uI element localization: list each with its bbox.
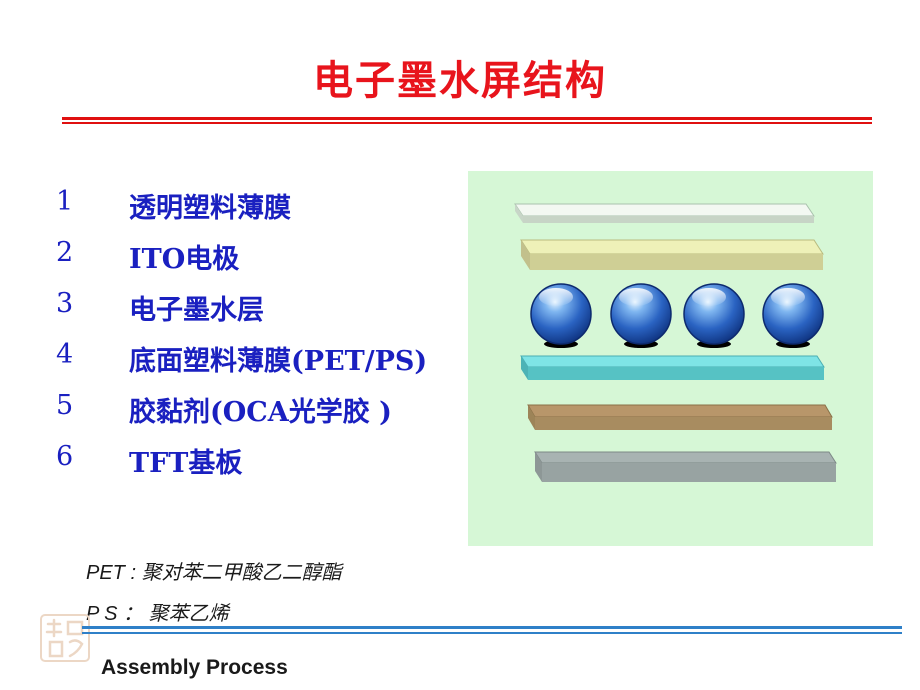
footer-rule-bottom: [82, 632, 902, 634]
layer-number: 5: [56, 390, 74, 421]
footer-rule-top: [82, 626, 902, 629]
layer-label: 底面塑料薄膜(PET/PS): [129, 346, 428, 377]
layer-label: TFT基板: [129, 448, 243, 479]
ink-capsule: [610, 283, 672, 348]
layer-number: 6: [56, 441, 74, 472]
layer-4-bottom-film: [520, 355, 825, 380]
layer-1-film: [514, 203, 815, 223]
title-rule-bottom: [62, 122, 872, 124]
layer-number: 4: [56, 339, 74, 370]
layer-5-adhesive: [527, 404, 833, 430]
layer-label: 胶黏剂(OCA光学胶 ): [129, 397, 392, 428]
decorative-seal-logo: [40, 614, 90, 662]
ps-definition: P S ： 聚苯乙烯: [86, 603, 229, 625]
layer-label: 透明塑料薄膜: [129, 193, 291, 224]
title-rule-top: [62, 117, 872, 120]
layer-number: 1: [56, 186, 74, 217]
layer-6-tft-substrate: [534, 451, 837, 482]
slide-title: 电子墨水屏结构: [313, 58, 607, 104]
ink-capsule: [530, 283, 592, 348]
layer-structure-diagram: [468, 171, 873, 546]
layer-number: 3: [56, 288, 74, 319]
layer-number: 2: [56, 237, 74, 268]
layer-stack-illustration: [514, 203, 837, 482]
footer-label: Assembly Process: [101, 656, 288, 679]
layer-label: 电子墨水层: [129, 295, 264, 326]
layer-3-ink-capsules: [530, 283, 824, 348]
ink-capsule: [683, 283, 745, 348]
ink-capsule: [762, 283, 824, 348]
layer-label: ITO电极: [129, 244, 240, 275]
layer-2-ito: [520, 239, 824, 270]
pet-definition: PET : 聚对苯二甲酸乙二醇酯: [86, 562, 342, 584]
